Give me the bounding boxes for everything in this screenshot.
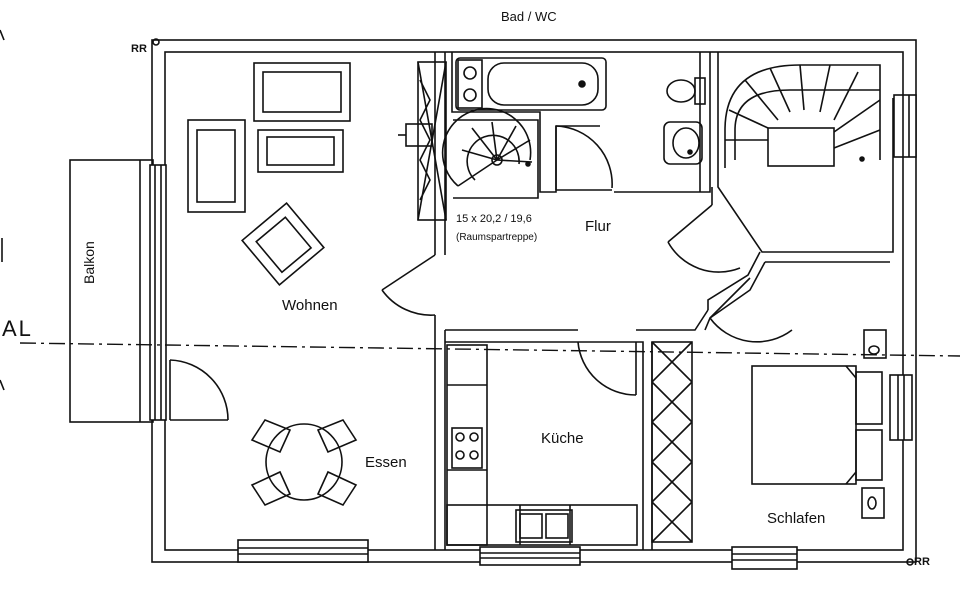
outer-wall-inner: [164, 51, 904, 551]
armchair: [241, 202, 325, 286]
fireplace-stove: [398, 61, 447, 221]
bathtub: [455, 57, 607, 111]
door-kueche: [577, 341, 637, 396]
washbasin: [663, 121, 703, 165]
window-left: [149, 164, 167, 421]
toilet: [666, 77, 706, 105]
sink: [515, 509, 573, 543]
label-stair-type: (Raumspartreppe): [456, 232, 538, 243]
label-rr-top: RR: [131, 43, 147, 55]
label-rr-bottom: RR: [914, 556, 930, 568]
label-schlafen: Schlafen: [767, 510, 826, 527]
label-wohnen: Wohnen: [282, 297, 338, 314]
window-bottom-left: [237, 539, 369, 563]
door-schlafen: [709, 277, 793, 343]
window-right-bottom: [889, 374, 913, 441]
kitchen-counter: [446, 344, 638, 546]
nightstand-bottom: [861, 487, 885, 519]
staircase-right: [724, 64, 881, 168]
wardrobe: [651, 341, 693, 543]
spiral-staircase: [441, 107, 539, 199]
section-line: [19, 342, 960, 357]
window-bottom-middle: [479, 546, 581, 566]
label-flur: Flur: [585, 218, 611, 235]
label-bad-wc: Bad / WC: [501, 9, 557, 24]
door-bad: [555, 125, 613, 191]
label-essen: Essen: [365, 454, 407, 471]
label-stair-spec: 15 x 20,2 / 19,6: [456, 213, 532, 225]
label-kueche: Küche: [541, 430, 584, 447]
dining-table: [265, 423, 343, 501]
label-axis-mark: AL: [2, 316, 33, 341]
nightstand-top: [863, 329, 887, 359]
sofa-top: [253, 62, 351, 122]
door-wohnen: [381, 254, 436, 316]
bed: [751, 365, 883, 485]
coffee-table: [257, 129, 344, 173]
label-balkon: Balkon: [81, 241, 97, 284]
window-right-top: [893, 94, 917, 158]
sofa-left: [187, 119, 246, 213]
stove: [451, 427, 483, 469]
door-stair-room: [667, 204, 741, 273]
window-bottom-right: [731, 546, 798, 570]
door-balcony: [169, 359, 229, 421]
